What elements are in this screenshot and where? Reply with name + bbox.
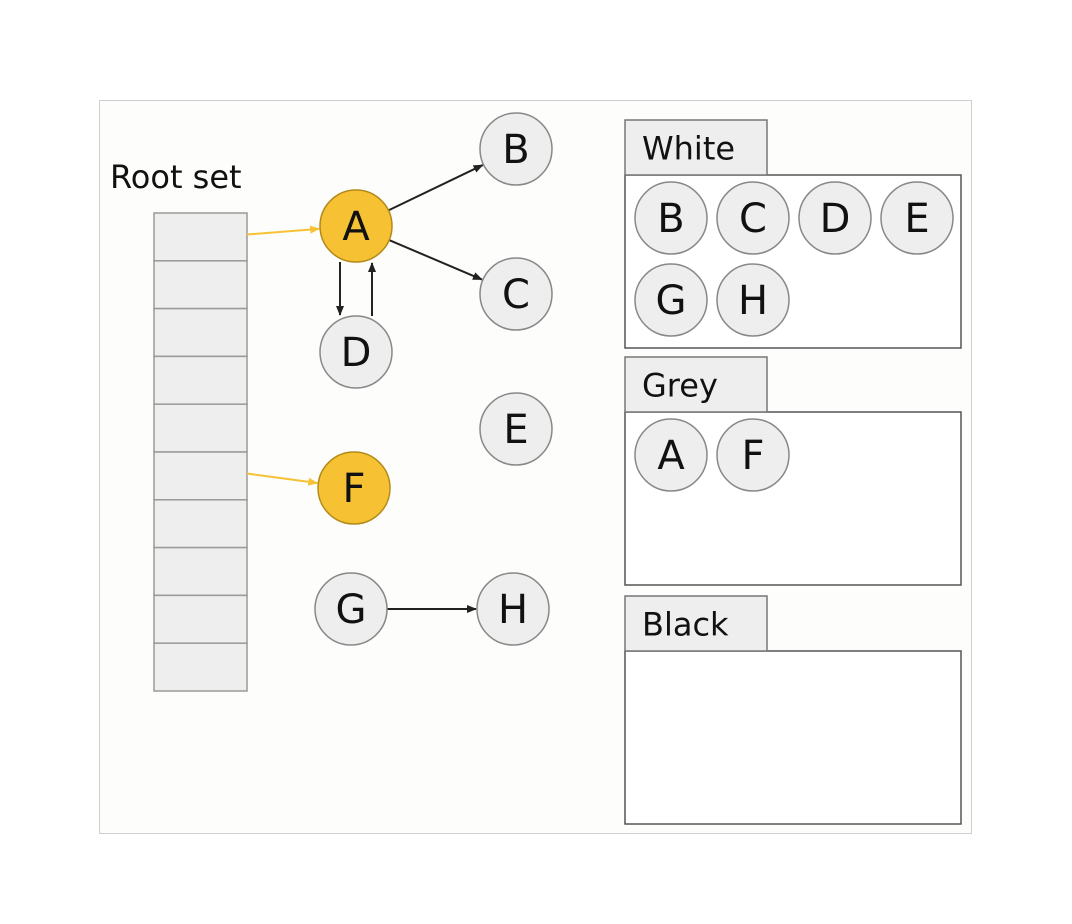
set-member-a: A — [634, 418, 708, 492]
node-label: B — [502, 127, 529, 173]
member-circle — [716, 418, 790, 492]
node-g: G — [314, 572, 388, 646]
root-slot — [153, 355, 248, 405]
member-label: A — [657, 433, 685, 479]
member-label: H — [738, 278, 768, 324]
member-label: B — [657, 196, 684, 242]
root-slot — [153, 403, 248, 453]
node-a: A — [319, 189, 393, 263]
node-label: G — [336, 587, 367, 633]
set-member-c: C — [716, 181, 790, 255]
graph-nodes: A B C D E F G H — [314, 112, 553, 646]
node-circle — [479, 112, 553, 186]
node-circle — [314, 572, 388, 646]
set-title: Grey — [642, 367, 718, 405]
set-panel-black: Black — [624, 595, 962, 825]
node-circle — [319, 189, 393, 263]
root-slot — [153, 594, 248, 644]
node-label: F — [342, 466, 365, 512]
node-label: D — [341, 330, 372, 376]
root-slot — [153, 451, 248, 501]
node-label: H — [498, 587, 528, 633]
root-slot — [153, 307, 248, 358]
root-link-arrow — [246, 225, 321, 236]
node-e: E — [479, 392, 553, 466]
member-circle — [634, 263, 708, 337]
member-circle — [634, 181, 708, 255]
set-member-h: H — [716, 263, 790, 337]
root-set-slots — [153, 212, 248, 692]
member-label: E — [904, 196, 929, 242]
root-slot — [153, 546, 248, 597]
root-link-arrow — [246, 472, 319, 486]
member-circle — [716, 181, 790, 255]
member-label: G — [656, 278, 687, 324]
member-circle — [798, 181, 872, 255]
set-title: White — [642, 130, 735, 168]
set-title: Black — [642, 606, 729, 644]
node-label: C — [502, 272, 530, 318]
node-circle — [479, 257, 553, 331]
set-member-g: G — [634, 263, 708, 337]
node-circle — [319, 315, 393, 389]
member-circle — [634, 418, 708, 492]
member-label: F — [741, 433, 764, 479]
node-c: C — [479, 257, 553, 331]
edge-a-c — [388, 239, 483, 281]
node-label: A — [342, 204, 370, 250]
root-set-title: Root set — [110, 158, 242, 196]
node-h: H — [476, 572, 550, 646]
root-slot — [153, 499, 248, 549]
node-circle — [479, 392, 553, 466]
node-d: D — [319, 315, 393, 389]
node-f: F — [317, 451, 391, 525]
node-circle — [476, 572, 550, 646]
set-member-f: F — [716, 418, 790, 492]
set-box — [624, 650, 962, 825]
set-tab — [624, 595, 768, 652]
root-slot — [153, 642, 248, 692]
member-label: D — [820, 196, 851, 242]
graph-edges — [336, 164, 484, 613]
node-label: E — [503, 407, 528, 453]
node-circle — [317, 451, 391, 525]
set-tab — [624, 356, 768, 413]
member-label: C — [739, 196, 767, 242]
node-b: B — [479, 112, 553, 186]
root-links — [246, 225, 321, 486]
root-slot — [153, 212, 248, 262]
set-member-b: B — [634, 181, 708, 255]
set-tab — [624, 119, 768, 176]
edge-a-b — [388, 164, 484, 212]
root-slot — [153, 260, 248, 310]
set-member-d: D — [798, 181, 872, 255]
member-circle — [880, 181, 954, 255]
set-member-e: E — [880, 181, 954, 255]
member-circle — [716, 263, 790, 337]
